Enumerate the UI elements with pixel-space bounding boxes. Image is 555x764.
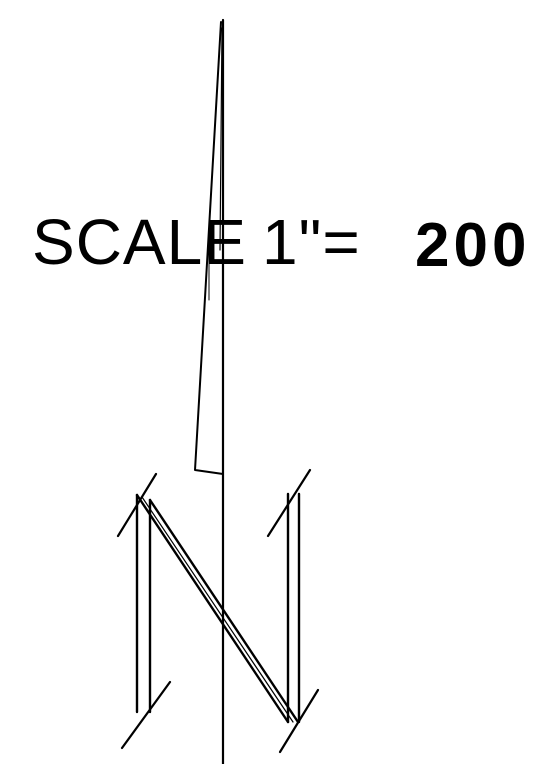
needle-half-arrow — [194, 21, 224, 475]
north-arrow-icon — [116, 18, 320, 764]
scale-annotation: SCALE 1"= 200 — [32, 206, 530, 280]
needle-inner-line — [219, 27, 223, 251]
scale-label: SCALE — [32, 206, 247, 278]
scale-ratio: 1"= — [262, 206, 361, 278]
scale-value: 200 — [415, 211, 530, 280]
north-letter-n — [116, 468, 320, 754]
